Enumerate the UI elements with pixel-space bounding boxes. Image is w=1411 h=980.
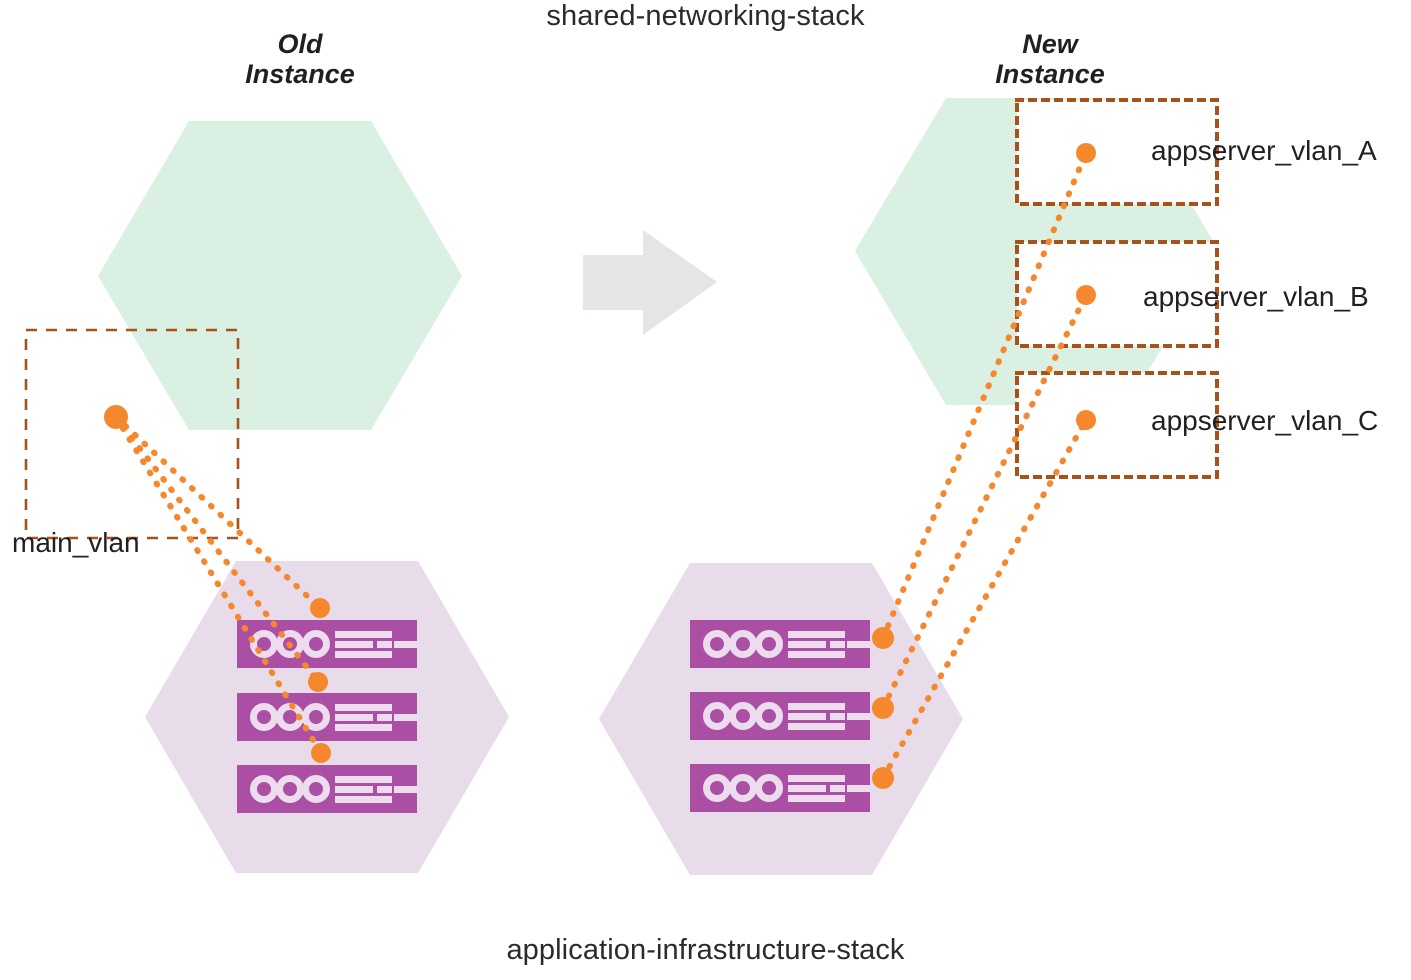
old-link-3 [113,414,324,756]
appserver-vlan-a-dot [1076,143,1096,163]
old-server-2-dot [308,672,328,692]
appserver-vlan-a-label: appserver_vlan_A [1151,135,1377,166]
appserver-vlan-b-label: appserver_vlan_B [1143,281,1369,312]
page-title-top: shared-networking-stack [546,0,865,32]
new-link-a [880,150,1089,641]
appserver-vlan-b-box [1015,240,1219,348]
old-instance-label: Old Instance [245,29,355,90]
old-server-1-dot [310,598,330,618]
new-server-2-dot [872,697,894,719]
appserver-vlan-a-box [1015,98,1219,206]
right-arrow-icon [583,230,717,335]
new-link-b [880,292,1089,711]
new-server-1 [690,620,871,668]
new-instance-label: New Instance [995,29,1105,90]
old-link-2 [113,414,321,685]
appserver-vlan-c-label: appserver_vlan_C [1151,405,1379,436]
old-networking-hexagon [98,121,462,430]
new-server-3-dot [872,767,894,789]
page-title-bottom: application-infrastructure-stack [506,934,905,966]
old-link-1 [113,414,323,611]
main-vlan-label: main_vlan [12,527,140,558]
new-server-1-dot [872,627,894,649]
appserver-vlan-b-dot [1076,285,1096,305]
old-server-3 [237,765,418,813]
appserver-vlan-c-box [1015,371,1219,479]
old-server-2 [237,693,418,741]
main-vlan-dot [104,405,128,429]
new-server-2 [690,692,871,740]
appserver-vlan-c-dot [1076,410,1096,430]
old-server-3-dot [311,743,331,763]
new-server-3 [690,764,871,812]
new-link-c [880,417,1089,781]
main-vlan-box [24,328,240,540]
